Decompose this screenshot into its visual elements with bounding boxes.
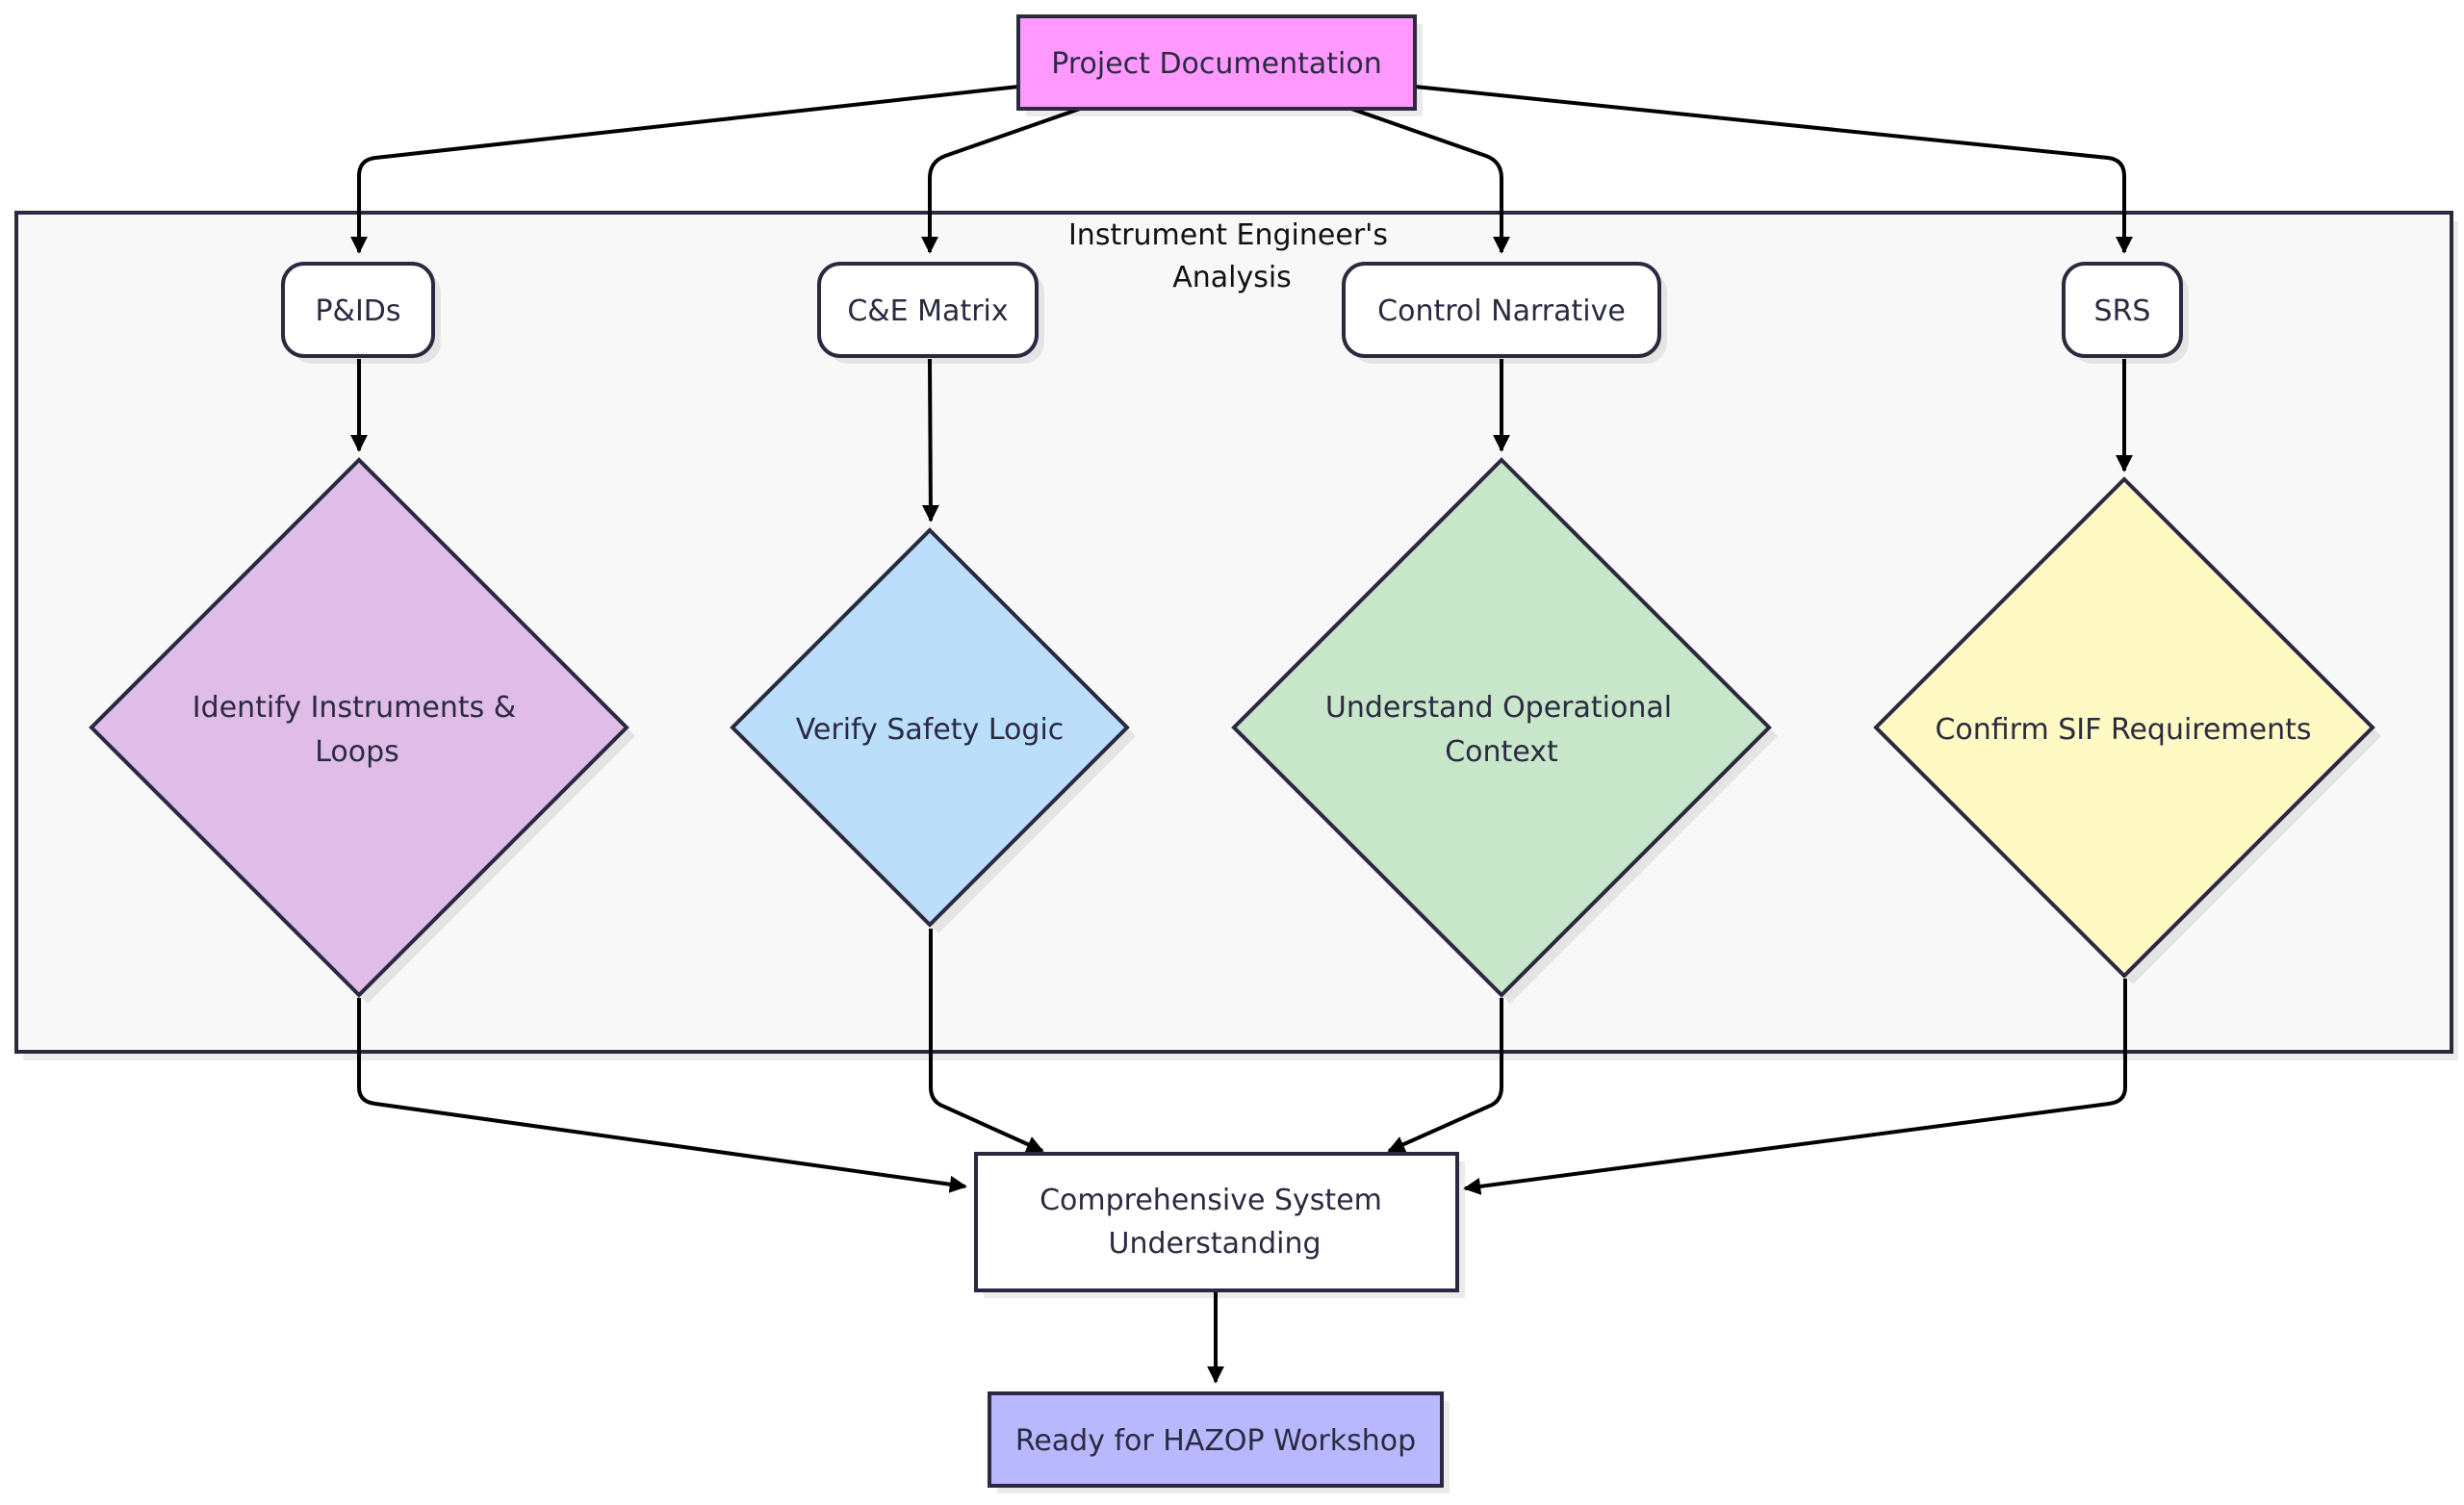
- edge-doc-to-control-narrative: [1350, 107, 1510, 254]
- control-narrative-label: Control Narrative: [1377, 294, 1626, 328]
- edge-ce-matrix-to-verify: [921, 358, 939, 523]
- node-confirm-sif: Confirm SIF Requirements: [1873, 476, 2381, 984]
- node-understand-context: Understand Operational Context: [1231, 457, 1778, 1004]
- understand-label-line2: Context: [1445, 735, 1558, 769]
- confirm-label: Confirm SIF Requirements: [1935, 713, 2311, 747]
- pids-label: P&IDs: [315, 294, 400, 328]
- node-identify-instruments: Identify Instruments & Loops: [89, 457, 635, 1004]
- understand-label-line1: Understand Operational: [1325, 691, 1672, 725]
- cluster-title-line2: Analysis: [1172, 261, 1292, 294]
- edges: [350, 85, 2133, 1384]
- node-comprehensive-understanding: Comprehensive System Understanding: [974, 1152, 1465, 1298]
- edge-doc-to-ce-matrix: [921, 107, 1081, 254]
- node-control-narrative: Control Narrative: [1342, 262, 1667, 364]
- edge-understand-to-comprehensive: [1387, 998, 1503, 1153]
- edge-doc-to-srs: [1414, 85, 2133, 254]
- node-ready-for-hazop: Ready for HAZOP Workshop: [988, 1391, 1450, 1493]
- ready-label: Ready for HAZOP Workshop: [1015, 1424, 1416, 1458]
- comprehensive-label-line1: Comprehensive System: [1040, 1184, 1382, 1217]
- edge-verify-to-comprehensive: [929, 929, 1044, 1153]
- ce-matrix-label: C&E Matrix: [847, 294, 1008, 328]
- project-documentation-label: Project Documentation: [1051, 47, 1381, 81]
- comprehensive-label-line2: Understanding: [1108, 1227, 1321, 1261]
- cluster-title-line1: Instrument Engineer's: [1068, 218, 1388, 252]
- srs-label: SRS: [2094, 294, 2151, 328]
- node-srs: SRS: [2062, 262, 2189, 364]
- node-verify-safety-logic: Verify Safety Logic: [730, 527, 1136, 933]
- identify-label-line2: Loops: [315, 735, 399, 769]
- node-project-documentation: Project Documentation: [1016, 14, 1423, 116]
- verify-label: Verify Safety Logic: [796, 713, 1065, 747]
- node-pids: P&IDs: [281, 262, 441, 364]
- edge-identify-to-comprehensive: [357, 998, 967, 1193]
- edge-confirm-to-comprehensive: [1463, 979, 2127, 1195]
- identify-label-line1: Identify Instruments &: [192, 691, 516, 725]
- node-ce-matrix: C&E Matrix: [817, 262, 1044, 364]
- edge-doc-to-pids: [350, 85, 1019, 254]
